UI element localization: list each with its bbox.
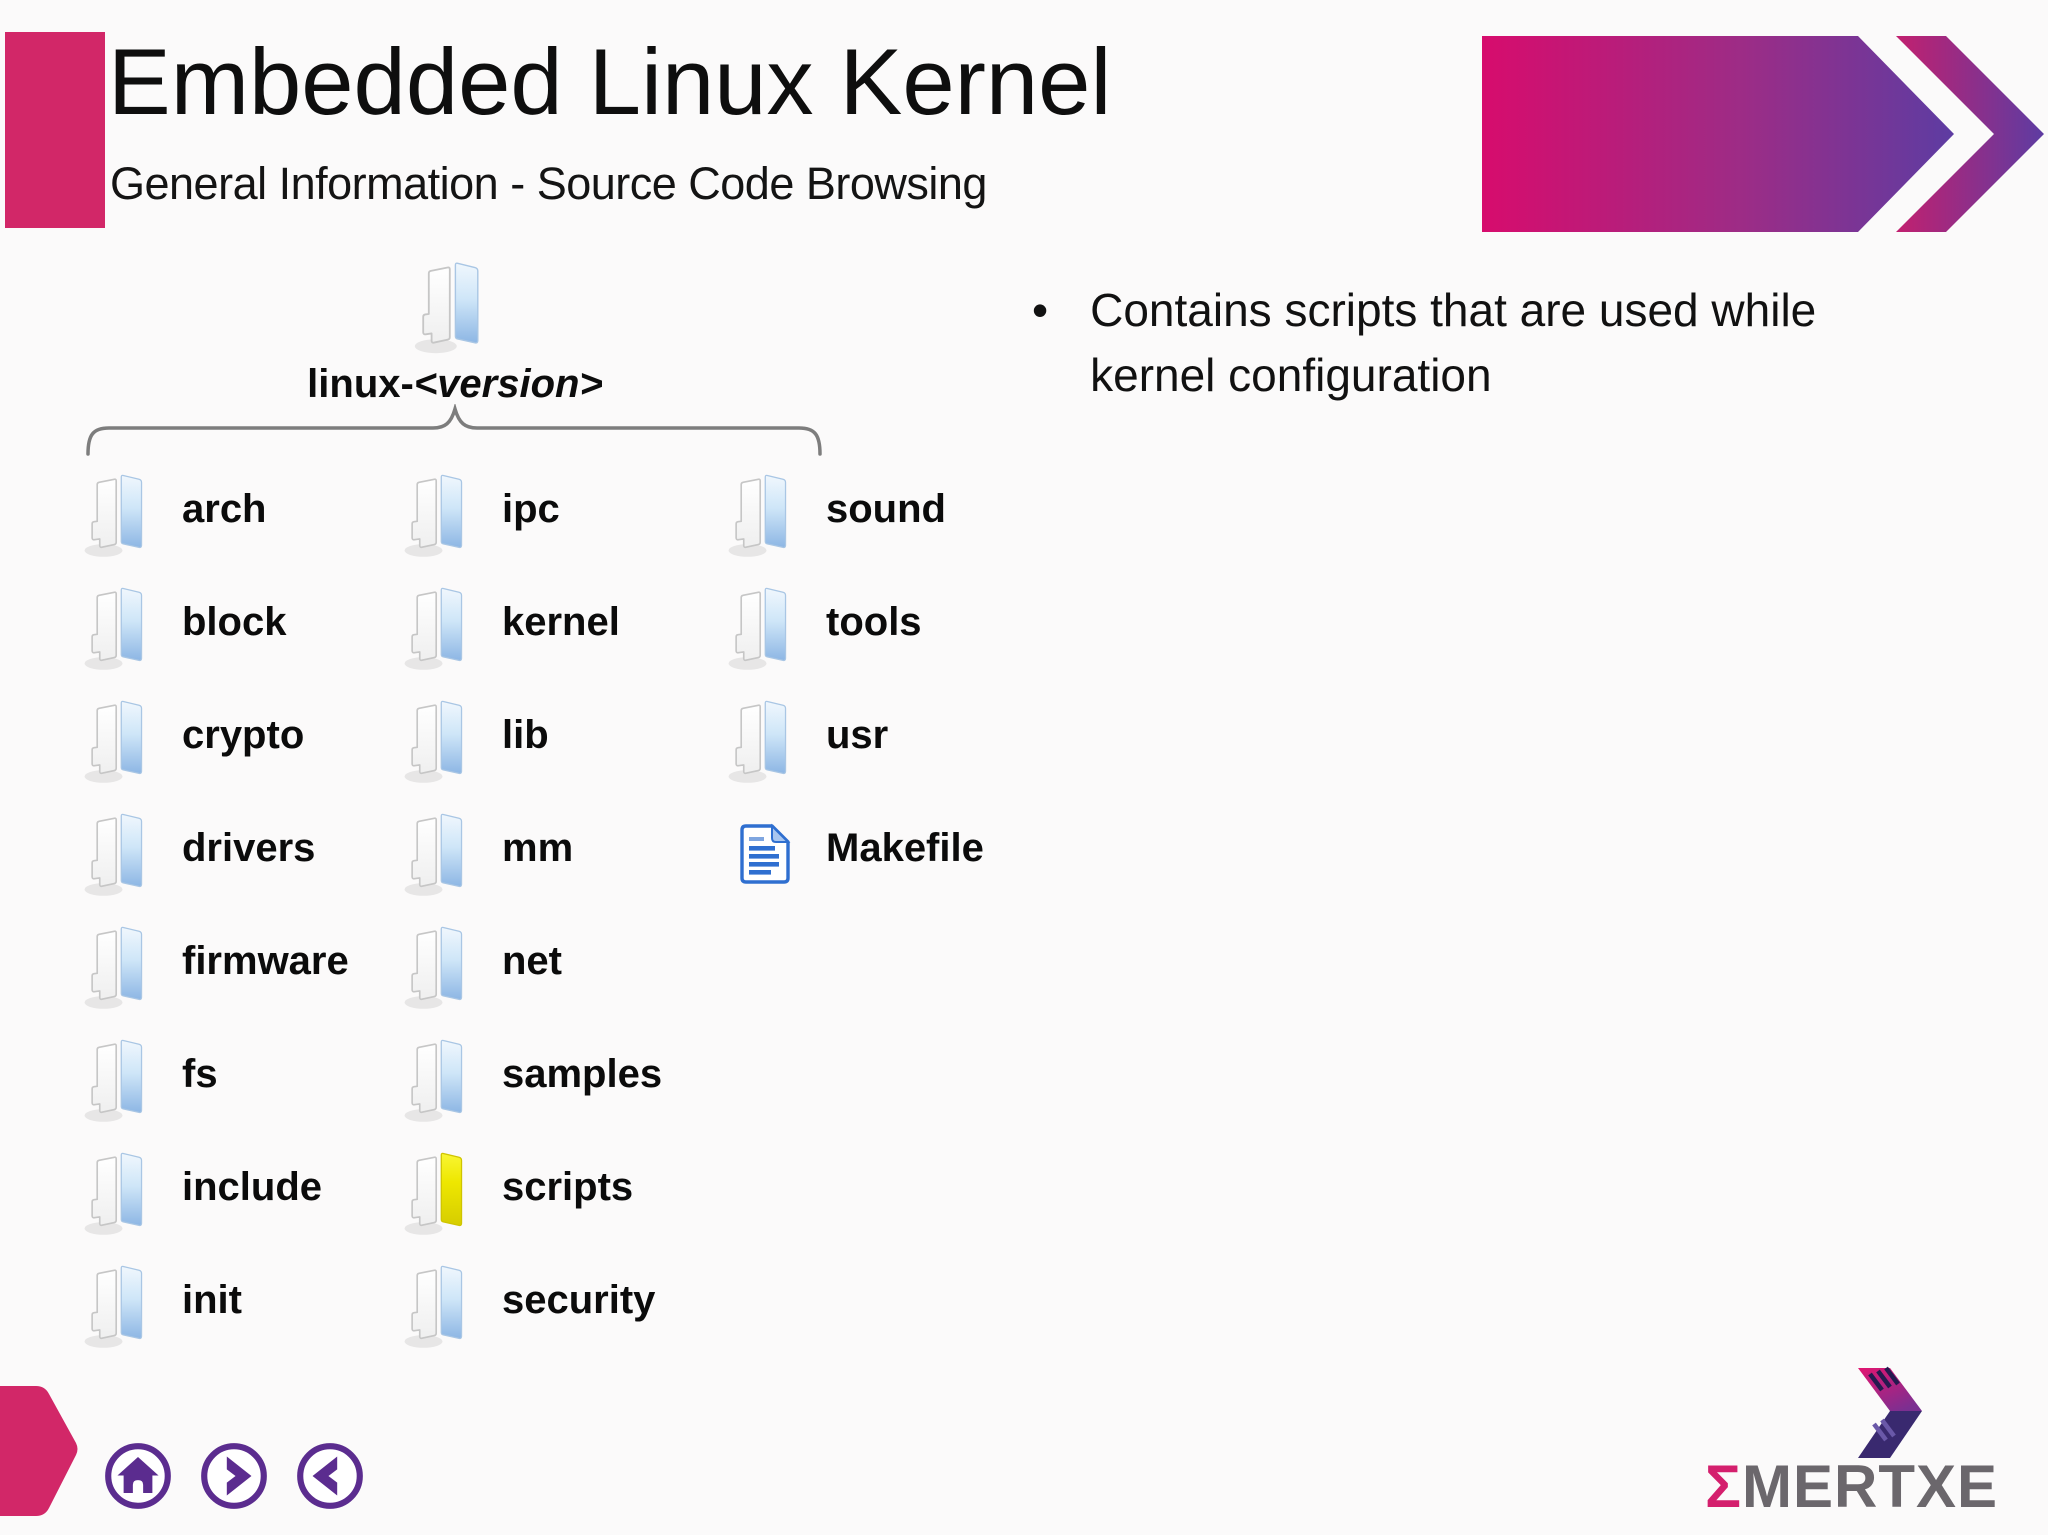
tree-column-3: sound tools usr Makefile (726, 458, 984, 910)
slide-navigation (100, 1438, 368, 1514)
folder-icon (82, 809, 158, 899)
folder-label: kernel (502, 600, 620, 644)
home-icon (105, 1443, 171, 1509)
tree-item: kernel (402, 571, 662, 684)
folder-icon (726, 696, 802, 786)
folder-icon (402, 583, 478, 673)
folder-icon (82, 583, 158, 673)
title-accent-bar (5, 32, 105, 228)
folder-label: drivers (182, 826, 316, 870)
folder-label: ipc (502, 487, 560, 531)
brace-graphic (86, 404, 822, 456)
folder-label: usr (826, 713, 889, 757)
tree-item: samples (402, 1023, 662, 1136)
folder-icon (82, 1261, 158, 1351)
tree-item: sound (726, 458, 984, 571)
bullet-list: • Contains scripts that are used while k… (1032, 278, 1932, 409)
logo-sigma: Σ (1705, 1453, 1743, 1520)
folder-label: include (182, 1165, 323, 1209)
tree-column-2: ipc kernel lib mm net samples scripts s (402, 458, 662, 1362)
folder-icon (82, 1035, 158, 1125)
tree-item: fs (82, 1023, 349, 1136)
tree-item: lib (402, 684, 662, 797)
tree-item: Makefile (726, 797, 984, 910)
folder-label: net (502, 939, 562, 983)
folder-label: firmware (182, 939, 349, 983)
logo-word: MERTXE (1742, 1453, 1999, 1520)
tree-item: firmware (82, 910, 349, 1023)
folder-icon (82, 1148, 158, 1238)
page-subtitle: General Information - Source Code Browsi… (110, 158, 987, 209)
folder-label: tools (826, 600, 922, 644)
tree-item: tools (726, 571, 984, 684)
file-label: Makefile (826, 826, 984, 870)
page-title: Embedded Linux Kernel (108, 29, 1112, 134)
folder-icon (82, 922, 158, 1012)
folder-label: lib (502, 713, 549, 757)
tree-item: crypto (82, 684, 349, 797)
folder-icon (402, 1035, 478, 1125)
tree-item: drivers (82, 797, 349, 910)
tree-item: security (402, 1249, 662, 1362)
footer-accent-arrow (0, 1386, 78, 1516)
emertxe-logo-text: ΣMERTXE (1705, 1452, 1998, 1521)
root-folder-icon (412, 258, 496, 356)
folder-icon (726, 470, 802, 560)
next-button[interactable] (196, 1438, 272, 1514)
chevron-right-icon (201, 1443, 267, 1509)
makefile-file-icon (732, 822, 796, 886)
folder-label: mm (502, 826, 574, 870)
folder-label: arch (182, 487, 267, 531)
folder-icon (402, 470, 478, 560)
folder-label: security (502, 1278, 656, 1322)
tree-item: mm (402, 797, 662, 910)
tree-item: ipc (402, 458, 662, 571)
tree-item: arch (82, 458, 349, 571)
folder-icon (402, 809, 478, 899)
tree-item: usr (726, 684, 984, 797)
tree-item-highlighted: scripts (402, 1136, 662, 1249)
chevron-left-icon (297, 1443, 363, 1509)
folder-label: crypto (182, 713, 305, 757)
tree-item: block (82, 571, 349, 684)
home-button[interactable] (100, 1438, 176, 1514)
folder-label: sound (826, 487, 946, 531)
folder-label: init (182, 1278, 242, 1322)
tree-column-1: arch block crypto drivers firmware fs in… (82, 458, 349, 1362)
folder-icon (82, 470, 158, 560)
root-label-version: <version> (413, 362, 603, 406)
folder-label: block (182, 600, 287, 644)
bullet-item: • Contains scripts that are used while k… (1032, 278, 1932, 409)
tree-item: net (402, 910, 662, 1023)
header-chevron-banner-graphic (1482, 36, 2044, 232)
folder-label: fs (182, 1052, 218, 1096)
folder-label: samples (502, 1052, 663, 1096)
folder-label: scripts (502, 1165, 634, 1209)
previous-button[interactable] (292, 1438, 368, 1514)
emertxe-logo-mark (1858, 1366, 1922, 1458)
tree-item: init (82, 1249, 349, 1362)
root-folder-label: linux-<version> (155, 362, 755, 407)
folder-icon-highlighted-yellow (402, 1148, 478, 1238)
folder-icon (726, 583, 802, 673)
folder-icon (402, 1261, 478, 1351)
bullet-text: Contains scripts that are used while ker… (1090, 284, 1817, 402)
root-label-prefix: linux- (307, 362, 414, 406)
folder-icon (82, 696, 158, 786)
folder-icon (402, 922, 478, 1012)
bullet-marker: • (1032, 284, 1049, 336)
tree-item: include (82, 1136, 349, 1249)
folder-icon (402, 696, 478, 786)
